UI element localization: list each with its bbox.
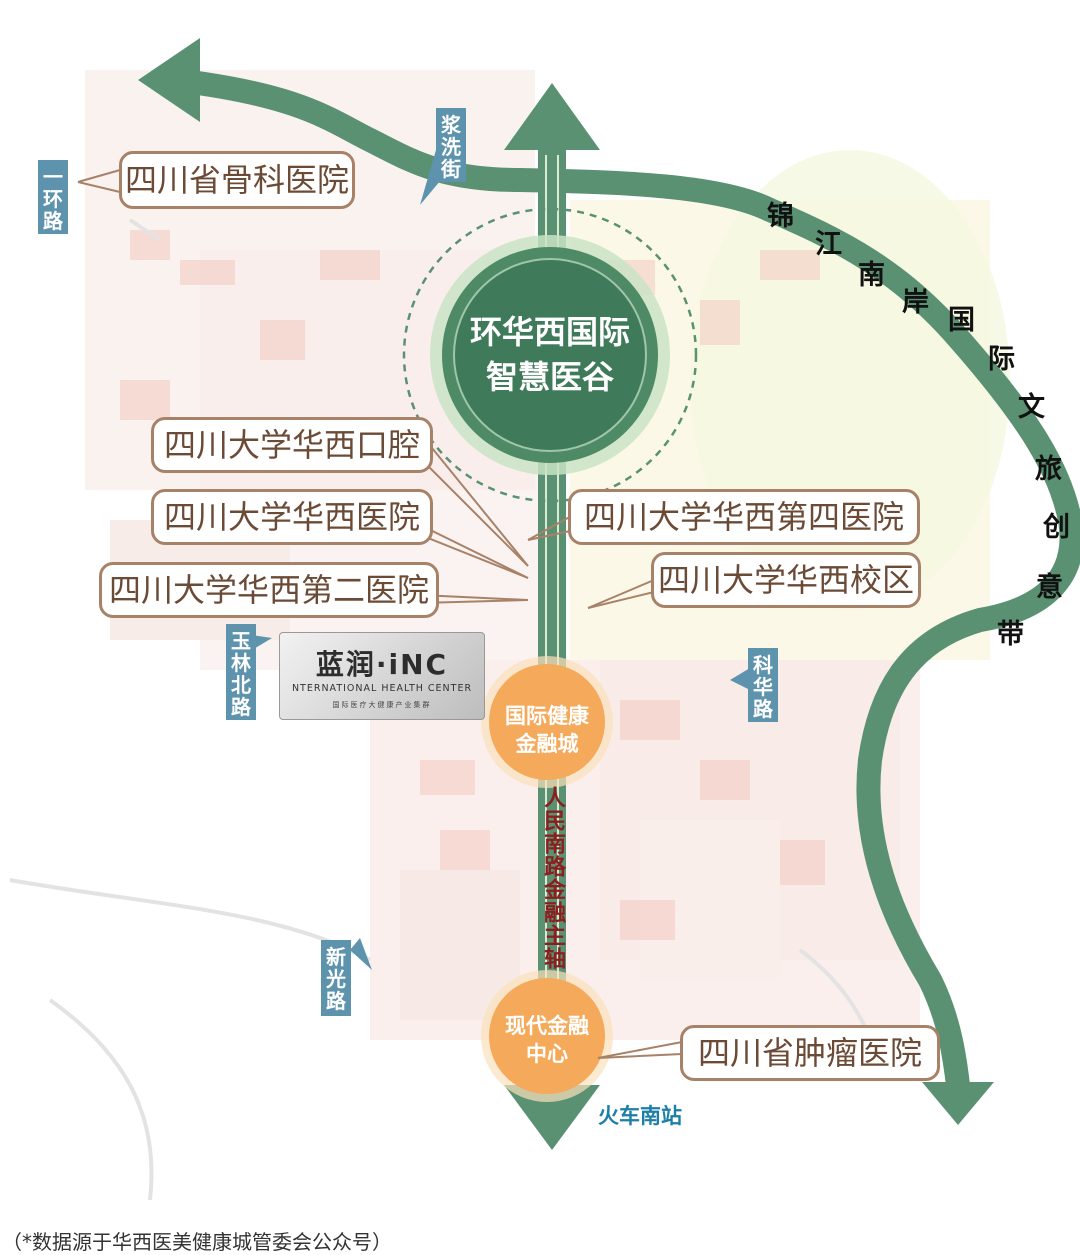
- belt-char: 南: [858, 260, 885, 291]
- finance-city-line1: 国际健康: [505, 704, 589, 728]
- belt-char: 岸: [902, 287, 929, 318]
- road-label-kehua: 科华路: [748, 648, 778, 722]
- road-label-ring1: 一环路: [38, 160, 68, 234]
- road-label-jiangxi: 浆洗街: [436, 108, 466, 182]
- belt-char: 意: [1036, 572, 1063, 603]
- road-label-xinguang: 新光路: [321, 940, 351, 1016]
- callout-west-china-campus: 四川大学华西校区: [651, 552, 921, 608]
- belt-char: 文: [1018, 392, 1045, 423]
- finance-city-line2: 金融城: [515, 732, 579, 756]
- logo-chinese-text: 国际医疗大健康产业集群: [332, 701, 432, 709]
- finance-center-label: 现代金融 中心: [490, 1012, 604, 1068]
- station-label: 火车南站: [598, 1104, 682, 1128]
- main-hub-line1: 环华西国际: [469, 313, 630, 351]
- road-label-yulin: 玉林北路: [226, 624, 256, 720]
- belt-char: 国: [948, 305, 975, 336]
- belt-char: 带: [997, 619, 1024, 650]
- main-hub: [402, 207, 698, 503]
- belt-arrow-west: [138, 38, 200, 122]
- belt-char: 旅: [1035, 454, 1062, 485]
- callout-west-china-fourth-hospital: 四川大学华西第四医院: [568, 489, 920, 545]
- finance-city-label: 国际健康 金融城: [490, 702, 604, 758]
- callout-west-china-stomatology: 四川大学华西口腔: [151, 417, 433, 473]
- belt-char: 创: [1043, 512, 1070, 543]
- logo-main-text: 蓝润·iNC: [315, 648, 449, 681]
- logo-english-text: NTERNATIONAL HEALTH CENTER: [291, 683, 473, 694]
- source-note: （*数据源于华西医美健康城管委会公众号）: [2, 1230, 392, 1254]
- finance-hubs: [481, 656, 613, 1102]
- callout-orthopedic-hospital: 四川省骨科医院: [119, 151, 355, 209]
- belt-arrow-south: [922, 1082, 994, 1125]
- callout-west-china-second-hospital: 四川大学华西第二医院: [99, 562, 439, 618]
- finance-center-line1: 现代金融: [505, 1014, 589, 1038]
- finance-center-line2: 中心: [526, 1042, 568, 1066]
- belt-char: 锦: [767, 201, 794, 232]
- main-hub-label: 环华西国际 智慧医谷: [455, 310, 645, 400]
- axis-label: 人民南路金融主轴: [540, 786, 565, 970]
- main-hub-line2: 智慧医谷: [485, 358, 614, 396]
- callout-west-china-hospital: 四川大学华西医院: [151, 489, 433, 545]
- belt-char: 际: [988, 344, 1015, 375]
- lanrun-inc-logo: 蓝润·iNC NTERNATIONAL HEALTH CENTER 国际医疗大健…: [279, 632, 485, 720]
- belt-char: 江: [815, 229, 842, 260]
- callout-cancer-hospital: 四川省肿瘤医院: [680, 1025, 940, 1081]
